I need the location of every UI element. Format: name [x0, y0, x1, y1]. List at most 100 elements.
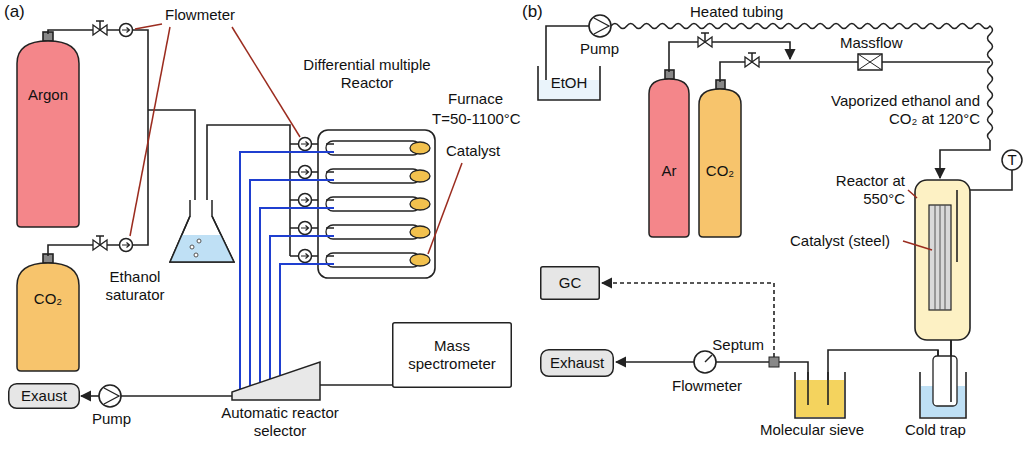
part-label: Pump — [92, 410, 131, 428]
panel-letter: (a) — [4, 2, 25, 22]
exhaust-box: Exaust — [8, 383, 80, 409]
part-label: Vaporized ethanol and CO₂ at 120°C — [815, 92, 980, 128]
molecular-sieve — [795, 372, 845, 418]
flowmeter — [299, 250, 312, 263]
reactor-tube — [326, 197, 420, 211]
node-text: CO₂ — [706, 162, 734, 180]
gas-line — [546, 26, 1012, 405]
leader-line — [135, 24, 162, 29]
gas-cylinder-outline — [649, 79, 689, 237]
panel-letter: (b) — [522, 2, 543, 22]
ethanol-beaker — [538, 66, 600, 100]
gas-cylinder: CO₂ — [698, 88, 742, 238]
valve-flowmeter — [120, 24, 133, 37]
flowmeter-gauge — [705, 355, 712, 362]
gas-line — [716, 361, 769, 363]
exhaust-box-outline — [541, 350, 614, 377]
ethanol-saturator — [190, 245, 194, 249]
sampling-line — [270, 236, 334, 379]
part-label: Heated tubing — [690, 3, 783, 21]
part-label: T — [1002, 151, 1022, 169]
sampling-line — [260, 208, 334, 383]
node-text: Exaust — [21, 387, 67, 405]
part-label: Furnace — [448, 90, 503, 108]
pump-symbol — [99, 385, 121, 407]
pump-symbol — [594, 18, 609, 34]
flowmeter — [299, 138, 312, 151]
instrument-box-outline — [393, 323, 512, 388]
reactor-vessel — [956, 190, 958, 262]
valve-flowmeter — [93, 236, 107, 250]
valve — [698, 33, 759, 67]
gas-cylinder-outline — [16, 40, 80, 228]
reactor-selector — [232, 362, 320, 400]
massflow-controller — [858, 54, 882, 70]
molecular-sieve — [795, 372, 845, 418]
gas-cylinder: Ar — [648, 78, 690, 238]
pump-symbol — [589, 15, 611, 37]
massflow-controller — [858, 54, 882, 70]
ethanol-saturator — [194, 253, 198, 257]
reactor-tube — [410, 226, 430, 238]
leader-line — [130, 24, 462, 254]
part-label: Flowmeter — [165, 6, 235, 24]
node-text: Exhaust — [550, 354, 604, 372]
gas-line — [720, 62, 990, 82]
gas-cylinder-outline — [17, 41, 79, 227]
part-label: Catalyst (steel) — [790, 232, 890, 250]
part-label: Molecular sieve — [760, 421, 864, 439]
valve-flowmeter — [93, 21, 107, 35]
valve-flowmeter — [93, 21, 133, 252]
leader-line — [130, 27, 170, 236]
furnace — [318, 130, 435, 278]
part-label: Catalyst — [446, 142, 500, 160]
flowmeter-gauge — [694, 351, 716, 373]
gas-line — [81, 395, 99, 397]
gas-cylinder-outline — [16, 262, 80, 372]
ethanol-saturator — [170, 200, 234, 262]
ethanol-saturator — [170, 216, 234, 262]
gas-line — [320, 384, 398, 386]
reactor-tube — [326, 253, 420, 267]
septum — [769, 357, 779, 367]
gas-line — [940, 140, 990, 178]
part-label: Pump — [580, 40, 619, 58]
instrument-box-outline — [541, 267, 600, 300]
reactor-selector — [232, 362, 320, 400]
gas-cylinder: CO₂ — [16, 262, 80, 372]
gas-cylinder-outline — [17, 263, 79, 371]
flowmeter — [299, 194, 312, 207]
part-label: Reactor at 550°C — [828, 172, 905, 208]
part-label: Flowmeter — [672, 377, 742, 395]
molecular-sieve — [796, 380, 844, 417]
massflow-controller — [858, 54, 882, 70]
part-label: Septum — [706, 336, 764, 354]
part-label: T=50-1100°C — [432, 110, 521, 128]
part-label: Cold trap — [905, 421, 966, 439]
instrument-box: GC — [540, 266, 600, 300]
part-label: Differential multiple Reactor — [282, 56, 452, 92]
pump-symbol — [99, 385, 121, 407]
reactor-tube — [326, 169, 420, 183]
gas-line — [121, 395, 232, 397]
reactor-tube — [410, 254, 430, 266]
septum — [769, 357, 779, 367]
reactor-tube — [326, 141, 430, 267]
molecular-sieve — [808, 372, 828, 405]
leader-line — [903, 190, 932, 250]
exhaust-box-outline — [9, 384, 80, 409]
part-label: Ethanol saturator — [92, 268, 178, 304]
reactor-vessel — [915, 180, 970, 340]
sampling-line — [250, 180, 334, 386]
reactor-tube — [410, 198, 430, 210]
node-text: Argon — [28, 86, 68, 104]
leader-line — [908, 190, 917, 198]
ethanol-saturator — [197, 239, 201, 243]
cold-trap — [920, 340, 966, 418]
node-text: Ar — [662, 162, 677, 180]
ethanol-beaker — [538, 66, 600, 100]
thermocouple — [1002, 150, 1022, 170]
reactor-vessel — [929, 205, 951, 310]
